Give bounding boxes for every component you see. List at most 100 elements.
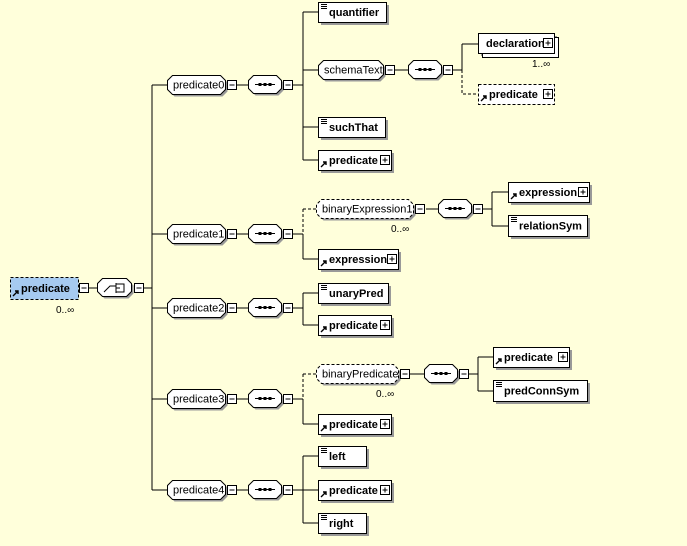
choice-icon [103, 283, 125, 293]
sequence-icon [445, 207, 465, 210]
root-predicate-label: predicate [21, 283, 70, 295]
collapse-button[interactable] [227, 303, 237, 313]
choice-compositor[interactable] [97, 278, 134, 299]
simple-content-icon [321, 515, 327, 520]
element-predicate-ref[interactable]: predicate [318, 480, 395, 504]
expand-button[interactable] [380, 485, 390, 495]
element-right-label: right [329, 518, 354, 530]
collapse-button[interactable] [415, 204, 425, 214]
expand-button[interactable] [387, 254, 397, 264]
element-relationSym[interactable]: relationSym [508, 215, 591, 240]
element-suchThat[interactable]: suchThat [318, 117, 389, 141]
collapse-button[interactable] [283, 394, 293, 404]
branch-predicate4[interactable]: predicate4 [167, 480, 228, 502]
collapse-button[interactable] [283, 229, 293, 239]
group-schemaText-label: schemaText [324, 65, 383, 77]
sequence-compositor[interactable] [248, 389, 284, 410]
element-expression-ref[interactable]: expression [318, 249, 402, 273]
simple-content-icon [321, 119, 327, 124]
collapse-button[interactable] [283, 485, 293, 495]
element-predicate-ref-label: predicate [329, 320, 378, 332]
sequence-icon [255, 488, 275, 491]
reference-arrow-icon [495, 358, 502, 365]
element-right[interactable]: right [318, 513, 370, 537]
reference-arrow-icon [320, 326, 327, 333]
expand-button[interactable] [578, 187, 588, 197]
sequence-icon [255, 397, 275, 400]
element-predicate-ref[interactable]: predicate [493, 347, 573, 371]
collapse-button[interactable] [473, 204, 483, 214]
root-predicate[interactable]: predicate 0..∞ [10, 277, 79, 317]
sequence-compositor[interactable] [248, 480, 284, 501]
element-predicate-ref-label: predicate [329, 419, 378, 431]
cardinality-label: 0..∞ [56, 305, 74, 316]
sequence-icon [255, 306, 275, 309]
branch-predicate0[interactable]: predicate0 [167, 75, 228, 97]
branch-predicate1[interactable]: predicate1 [167, 224, 228, 246]
expand-button[interactable] [380, 419, 390, 429]
reference-arrow-icon [320, 425, 327, 432]
group-binaryExpression1-label: binaryExpression1 [322, 204, 413, 216]
expand-button[interactable] [558, 352, 568, 362]
collapse-button[interactable] [227, 394, 237, 404]
sequence-compositor[interactable] [248, 298, 284, 319]
sequence-compositor[interactable] [248, 75, 284, 96]
collapse-button[interactable] [227, 229, 237, 239]
sequence-compositor[interactable] [438, 199, 474, 220]
group-schemaText[interactable]: schemaText [318, 60, 386, 82]
branch-predicate2[interactable]: predicate2 [167, 298, 228, 320]
element-quantifier[interactable]: quantifier [318, 2, 390, 26]
sequence-compositor[interactable] [424, 364, 460, 385]
collapse-button[interactable] [443, 65, 453, 75]
collapse-button[interactable] [79, 283, 89, 293]
collapse-button[interactable] [385, 65, 395, 75]
element-predicate-ref[interactable]: predicate [318, 150, 395, 174]
expand-button[interactable] [543, 38, 553, 48]
branch-predicate0-label: predicate0 [173, 80, 224, 92]
element-left[interactable]: left [318, 446, 370, 470]
element-predicate-ref[interactable]: predicate [478, 84, 555, 105]
element-expression-ref[interactable]: expression [508, 182, 593, 206]
element-unaryPred-label: unaryPred [329, 288, 383, 300]
collapse-button[interactable] [227, 80, 237, 90]
sequence-icon [255, 232, 275, 235]
element-unaryPred[interactable]: unaryPred [318, 283, 392, 307]
collapse-button[interactable] [134, 283, 144, 293]
element-suchThat-label: suchThat [329, 122, 378, 134]
collapse-button[interactable] [227, 485, 237, 495]
element-predConnSym-label: predConnSym [504, 386, 579, 398]
reference-arrow-icon [320, 260, 327, 267]
simple-content-icon [321, 448, 327, 453]
group-binaryExpression1[interactable]: binaryExpression1 0..∞ [316, 199, 416, 236]
collapse-button[interactable] [400, 369, 410, 379]
branch-predicate3[interactable]: predicate3 [167, 389, 228, 411]
element-quantifier-label: quantifier [329, 7, 380, 19]
branch-predicate3-label: predicate3 [173, 394, 224, 406]
element-predicate-ref[interactable]: predicate [318, 315, 395, 339]
group-binaryPredicate-label: binaryPredicate [322, 369, 398, 381]
collapse-button[interactable] [459, 369, 469, 379]
reference-arrow-icon [320, 161, 327, 168]
sequence-compositor[interactable] [248, 224, 284, 245]
expand-button[interactable] [543, 89, 553, 99]
reference-arrow-icon [510, 193, 517, 200]
element-predicate-ref[interactable]: predicate [318, 414, 395, 438]
collapse-button[interactable] [283, 303, 293, 313]
element-predicate-ref-label: predicate [504, 352, 553, 364]
reference-arrow-icon [320, 491, 327, 498]
simple-content-icon [496, 382, 502, 387]
collapse-button[interactable] [283, 80, 293, 90]
sequence-compositor[interactable] [408, 60, 444, 81]
expand-button[interactable] [380, 320, 390, 330]
element-expression-ref-label: expression [329, 254, 387, 266]
element-predicate-ref-label: predicate [329, 155, 378, 167]
expand-button[interactable] [380, 155, 390, 165]
cardinality-label: 0..∞ [391, 224, 409, 235]
cardinality-label: 0..∞ [376, 389, 394, 400]
element-predConnSym[interactable]: predConnSym [493, 380, 591, 405]
group-binaryPredicate[interactable]: binaryPredicate 0..∞ [316, 364, 401, 401]
element-relationSym-label: relationSym [519, 221, 582, 233]
element-predicate-ref-label: predicate [329, 485, 378, 497]
element-declaration-label: declaration [486, 38, 545, 50]
